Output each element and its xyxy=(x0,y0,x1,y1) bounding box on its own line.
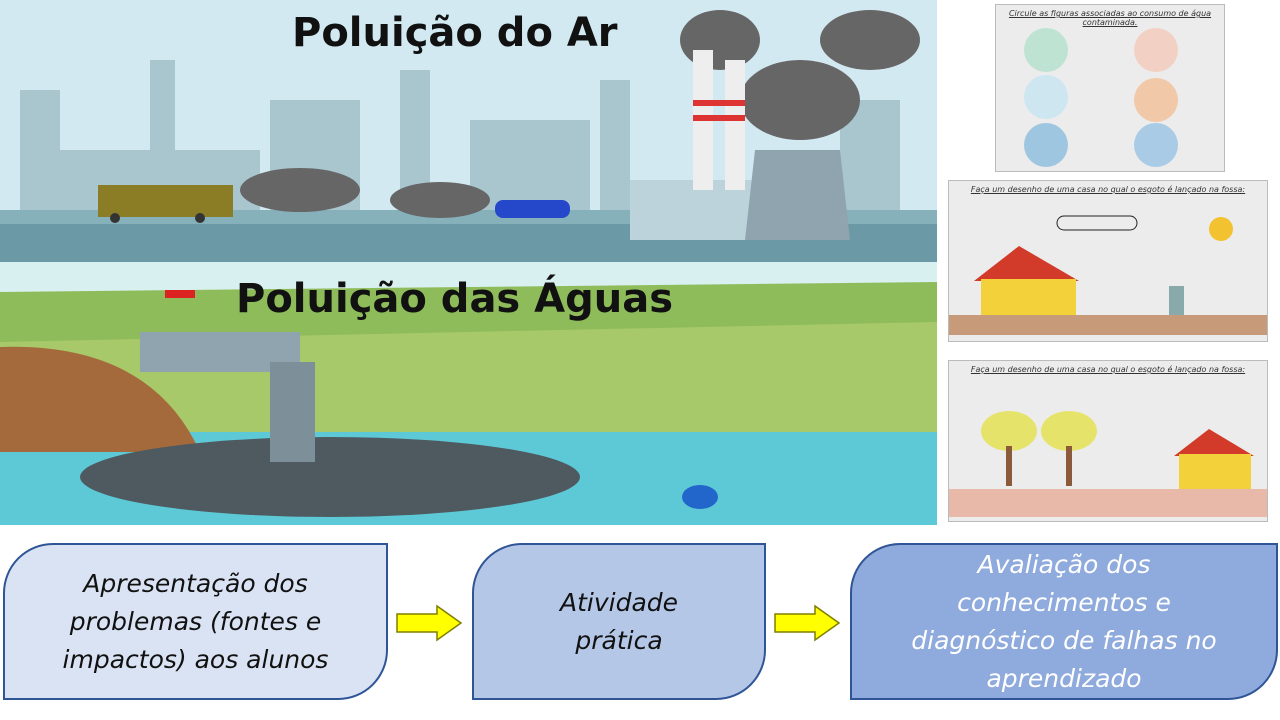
activity-photo-house-drawing-1: Faça um desenho de uma casa no qual o es… xyxy=(948,180,1268,342)
air-pollution-title: Poluição do Ar xyxy=(292,10,618,56)
photo-caption: Faça um desenho de uma casa no qual o es… xyxy=(970,185,1246,194)
polluted-river-graphic xyxy=(0,262,937,525)
flow-step-label: Atividade prática xyxy=(559,587,679,655)
water-pollution-illustration: Poluição das Águas xyxy=(0,262,937,525)
arrow-right-icon xyxy=(396,604,463,642)
flow-step-evaluation: Avaliação dos conhecimentos e diagnóstic… xyxy=(850,543,1278,700)
city-smog-graphic xyxy=(0,0,937,262)
house-drawing xyxy=(949,215,1267,335)
worksheet-figures xyxy=(1024,28,1178,167)
photo-caption: Faça um desenho de uma casa no qual o es… xyxy=(970,365,1246,374)
activity-photo-contaminated-water: Circule as figuras associadas ao consumo… xyxy=(995,4,1225,172)
flow-step-label: Avaliação dos conhecimentos e diagnóstic… xyxy=(911,549,1217,693)
air-pollution-illustration: Poluição do Ar xyxy=(0,0,937,262)
flow-step-label: Apresentação dos problemas (fontes e imp… xyxy=(62,568,329,674)
activity-photo-house-drawing-2: Faça um desenho de uma casa no qual o es… xyxy=(948,360,1268,522)
photo-caption: Circule as figuras associadas ao consumo… xyxy=(1008,9,1212,27)
flow-step-practical-activity: Atividade prática xyxy=(472,543,766,700)
water-pollution-title: Poluição das Águas xyxy=(236,276,674,322)
flow-step-presentation: Apresentação dos problemas (fontes e imp… xyxy=(3,543,388,700)
arrow-right-icon xyxy=(774,604,841,642)
house-trees-drawing xyxy=(949,411,1267,517)
